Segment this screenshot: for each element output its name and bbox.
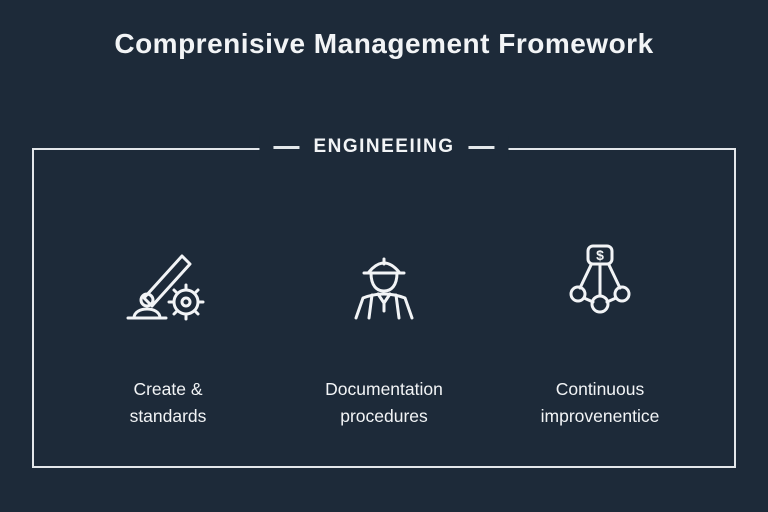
- label-right-dash: [468, 145, 495, 149]
- section-label-wrap: ENGINEEIING: [259, 136, 509, 158]
- label-line: standards: [129, 406, 207, 427]
- column-continuous-improvement: $ Continuous improvenentice: [492, 236, 708, 442]
- pendulum-dollar-icon: $: [569, 244, 631, 314]
- column-documentation-procedures: Documentation procedures: [276, 236, 492, 442]
- label-left-dash: [273, 145, 300, 149]
- label-line: improvenentice: [540, 406, 660, 427]
- page-title: Comprenisive Management Fromework: [114, 28, 654, 59]
- column-label: Documentation procedures: [325, 376, 443, 430]
- lever-gear-icon: [126, 254, 205, 321]
- columns-row: Create & standards Documentati: [34, 150, 734, 466]
- label-line: Continuous: [555, 379, 645, 399]
- engineer-hardhat-icon: [354, 257, 414, 320]
- label-line: Documentation: [325, 379, 443, 399]
- dollar-glyph: $: [596, 247, 604, 263]
- column-label: Create & standards: [130, 376, 207, 430]
- label-line: Create &: [133, 379, 203, 399]
- label-line: procedures: [340, 406, 428, 427]
- framework-box: ENGINEEIING: [32, 136, 736, 468]
- column-label: Continuous improvenentice: [541, 376, 660, 430]
- column-create-standards: Create & standards: [60, 236, 276, 442]
- section-label: ENGINEEIING: [313, 136, 455, 157]
